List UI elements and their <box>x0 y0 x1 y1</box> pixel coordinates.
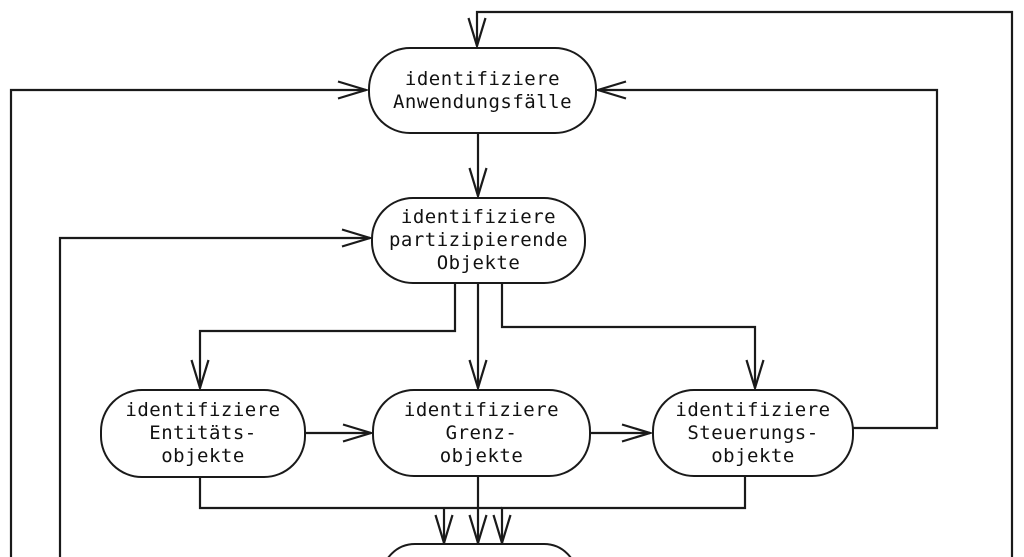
node-bottom-partial <box>381 543 578 557</box>
edge-feedback-left-to-partizipierende <box>58 228 374 557</box>
node-entitaets-objekte: identifiziere Entitäts- objekte <box>100 389 306 478</box>
node-grenz-objekte: identifiziere Grenz- objekte <box>372 389 591 477</box>
edge-feedback-left-to-anwendungsfaelle <box>9 80 370 557</box>
node-steuerungs-objekte: identifiziere Steuerungs- objekte <box>652 389 854 477</box>
node-grenz-objekte-label: identifiziere Grenz- objekte <box>403 398 560 467</box>
edge-grenz-to-bottom <box>468 476 488 547</box>
node-partizipierende-objekte: identifiziere partizipierende Objekte <box>371 197 586 284</box>
node-steuerungs-objekte-label: identifiziere Steuerungs- objekte <box>675 398 831 467</box>
edge-anwendungsfaelle-to-partizipierende <box>468 133 488 200</box>
edge-partizipierende-to-entitaets <box>190 283 457 392</box>
edge-entitaets-to-grenz <box>305 423 375 443</box>
node-entitaets-objekte-label: identifiziere Entitäts- objekte <box>125 399 281 467</box>
node-anwendungsfaelle-label: identifiziere Anwendungsfälle <box>392 67 573 113</box>
node-partizipierende-objekte-label: identifiziere partizipierende Objekte <box>388 206 569 274</box>
edge-partizipierende-to-grenz <box>468 283 488 392</box>
edge-steuerungs-to-bottom <box>492 476 747 547</box>
edge-feedback-outer-to-anwendungsfaelle <box>467 10 1014 557</box>
edge-partizipierende-to-steuerungs <box>500 283 765 392</box>
edge-grenz-to-steuerungs <box>590 423 654 443</box>
node-anwendungsfaelle: identifiziere Anwendungsfälle <box>368 47 597 134</box>
edge-entitaets-to-bottom <box>198 477 502 547</box>
edge-steuerungs-to-anwendungsfaelle <box>594 80 939 430</box>
